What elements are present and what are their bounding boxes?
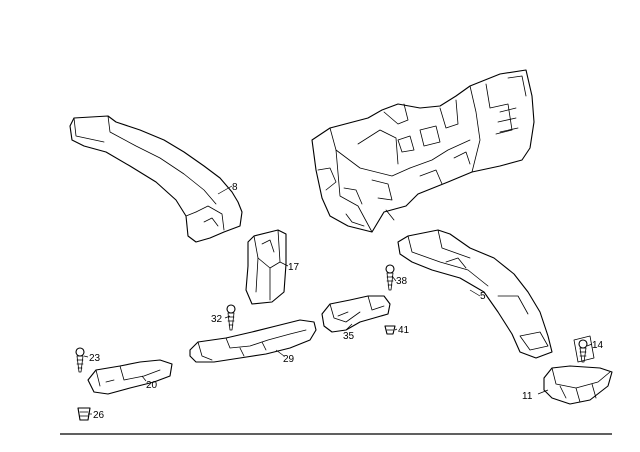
fastener-14-screw-icon — [578, 339, 588, 363]
heater-housing-assembly — [311, 69, 535, 233]
fastener-38-screw-icon — [385, 264, 395, 291]
fastener-23-screw-icon — [75, 347, 85, 373]
callout-35: 35 — [343, 331, 355, 342]
callout-23: 23 — [89, 353, 101, 364]
callout-26: 26 — [93, 410, 105, 421]
callout-17: 17 — [288, 262, 300, 273]
callout-5: 5 — [480, 291, 486, 302]
callout-41: 41 — [398, 325, 410, 336]
callout-14: 14 — [592, 340, 604, 351]
callout-29: 29 — [283, 354, 295, 365]
leader-lines — [83, 185, 593, 415]
fastener-32-screw-icon — [226, 304, 236, 331]
part-29-duct — [189, 319, 317, 363]
part-17-duct — [245, 229, 287, 305]
callout-32: 32 — [211, 314, 223, 325]
part-11-vent — [543, 335, 613, 405]
part-20-duct — [87, 359, 173, 395]
part-35-duct — [321, 295, 391, 333]
callout-8: 8 — [232, 182, 238, 193]
fastener-26-clip-icon — [77, 407, 91, 421]
part-5-duct — [397, 229, 553, 359]
callout-11: 11 — [522, 391, 533, 402]
callout-38: 38 — [396, 276, 408, 287]
fastener-41-clip-icon — [384, 325, 396, 335]
part-8-duct — [69, 115, 243, 243]
callout-20: 20 — [146, 380, 158, 391]
